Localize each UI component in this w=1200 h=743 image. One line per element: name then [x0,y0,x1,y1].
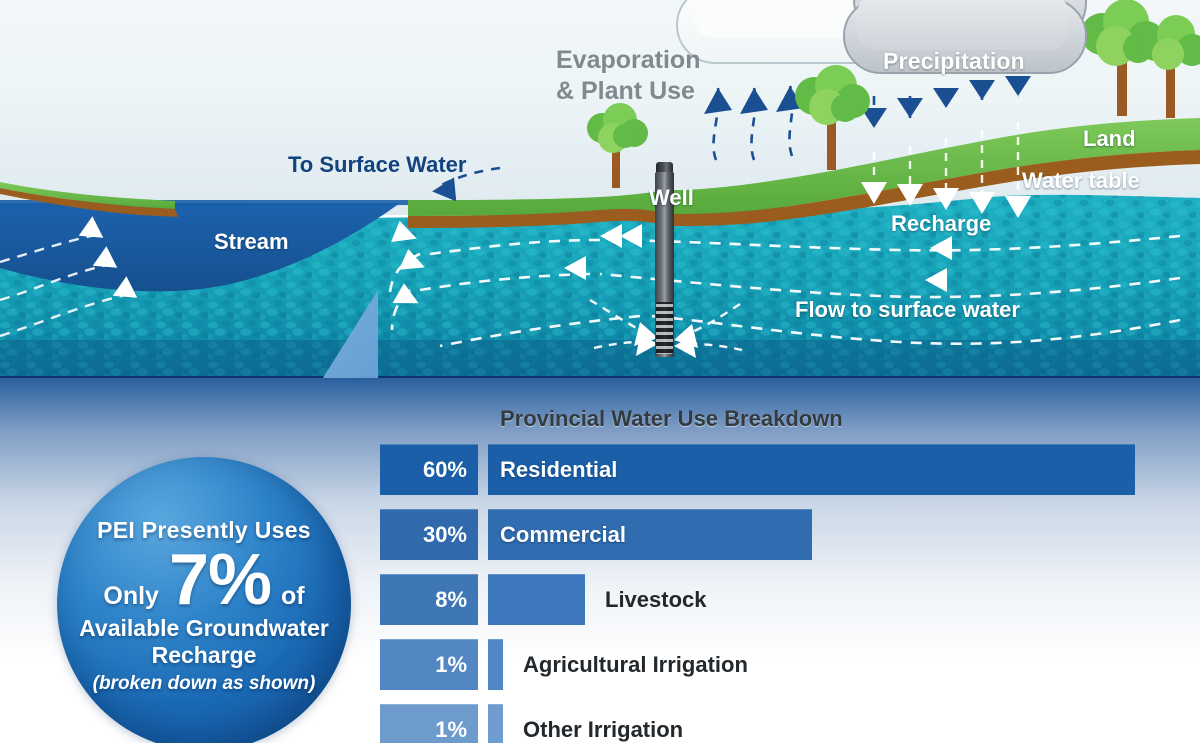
tree [587,103,648,188]
to-surface-water-arrow [432,166,501,202]
chart-row: 1% Agricultural Irrigation [0,639,1200,690]
chart-bar-other-irrigation [488,704,503,743]
chart-percent-residential: 60% [380,444,478,495]
callout-line3a: Available Groundwater [79,615,329,642]
chart-percent-other-irrigation: 1% [380,704,478,743]
chart-label-livestock: Livestock [605,586,707,612]
groundwater-flow-lines [388,234,1181,348]
stream-label: Stream [214,229,289,254]
chart-row: 1% Other Irrigation [0,704,1200,743]
chart-percent-livestock: 8% [380,574,478,625]
callout-big-number: 7% [168,539,272,620]
precipitation-cloud [843,0,1087,74]
precipitation-arrowheads [861,76,1031,128]
chart-bar-residential [488,444,1135,495]
well-screen [656,302,673,354]
chart-label-other-irrigation: Other Irrigation [523,716,684,742]
to-surface-water-label: To Surface Water [288,152,467,177]
callout-of: of [281,581,305,610]
groundwater-flow-arrowheads [78,216,952,304]
chart-label-commercial: Commercial [500,521,626,547]
evaporation-arrowheads [704,86,804,114]
recharge-label: Recharge [891,211,992,236]
chart-row: 8% Livestock [0,574,1200,625]
well-label: Well [649,185,694,210]
water-table-label: Water table [1022,168,1140,193]
chart-title: Provincial Water Use Breakdown [500,406,843,431]
chart-label-residential: Residential [500,456,618,482]
tree [1139,15,1200,118]
callout-bubble: PEI Presently Uses Only 7% of Available … [57,457,351,743]
precipitation-label: Precipitation [883,48,1025,74]
chart-bar-livestock [488,574,585,625]
chart-label-agricultural-irrigation: Agricultural Irrigation [523,651,748,677]
evaporation-label-line2: & Plant Use [556,77,695,105]
left-bank-flow-lines [0,232,131,338]
tree [795,65,870,170]
evaporation-arrows [712,85,794,161]
chart-percent-commercial: 30% [380,509,478,560]
stream-water [0,203,400,292]
well-inflow-arrowheads [634,322,698,358]
evaporation-label-line1: Evaporation [556,46,701,74]
callout-line3b: Recharge [151,642,257,669]
chart-percent-agricultural-irrigation: 1% [380,639,478,690]
callout-only: Only [103,581,159,610]
chart-row: 60% Residential [0,444,1200,495]
well-graphic [655,162,674,357]
land-label: Land [1083,126,1136,151]
chart-bar-agricultural-irrigation [488,639,503,690]
callout-line4: (broken down as shown) [92,673,316,695]
chart-row: 30% Commercial [0,509,1200,560]
recharge-arrowheads [861,182,1031,218]
callout-line1: PEI Presently Uses [97,516,311,543]
chart-bar-commercial [488,509,812,560]
flow-to-surface-water-label: Flow to surface water [795,297,1020,322]
land-surface [0,118,1200,228]
